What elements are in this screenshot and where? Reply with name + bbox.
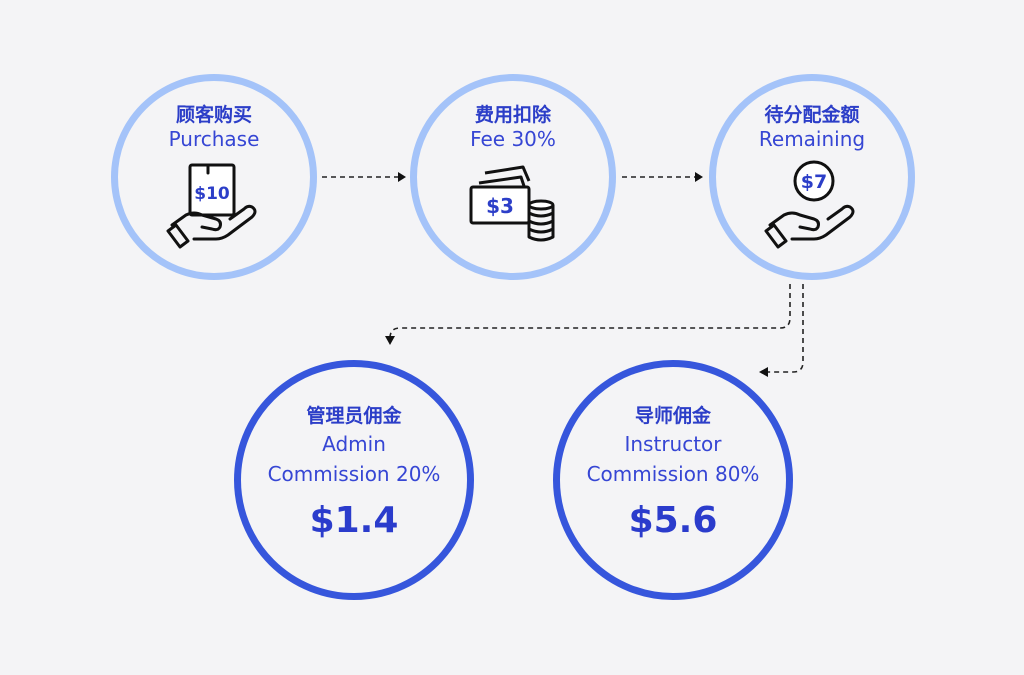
remaining-step-circle: 待分配金额 Remaining $7 — [709, 74, 915, 280]
purchase-amount-label: $10 — [194, 184, 230, 204]
arrowhead-instructor — [759, 367, 768, 377]
arrow-remaining-to-instructor — [768, 284, 804, 373]
cash-coins-icon: $3 — [463, 159, 563, 249]
instructor-commission-amount: $5.6 — [628, 500, 718, 541]
arrowhead-fee — [398, 172, 406, 182]
admin-commission-amount: $1.4 — [309, 500, 399, 541]
instructor-commission-rate: Commission 80% — [586, 462, 760, 486]
purchase-title-zh: 顾客购买 — [175, 104, 252, 126]
arrow-remaining-to-admin — [389, 284, 791, 339]
remaining-amount-label: $7 — [801, 171, 827, 193]
admin-title-zh: 管理员佣金 — [306, 405, 402, 427]
fee-title-en: Fee 30% — [470, 127, 556, 151]
purchase-step-circle: 顾客购买 Purchase $10 — [111, 74, 317, 280]
hand-coin-icon: $7 — [762, 159, 862, 249]
instructor-commission-circle: 导师佣金 Instructor Commission 80% $5.6 — [553, 360, 793, 600]
admin-title-en: Admin — [322, 432, 386, 456]
arrowhead-admin — [385, 336, 395, 345]
fee-amount-label: $3 — [486, 194, 514, 218]
admin-commission-circle: 管理员佣金 Admin Commission 20% $1.4 — [234, 360, 474, 600]
hand-receipt-icon: $10 — [164, 159, 264, 249]
fee-step-circle: 费用扣除 Fee 30% $3 — [410, 74, 616, 280]
remaining-title-zh: 待分配金额 — [764, 104, 860, 126]
admin-commission-rate: Commission 20% — [267, 462, 441, 486]
instructor-title-zh: 导师佣金 — [634, 405, 711, 427]
purchase-title-en: Purchase — [168, 127, 260, 151]
instructor-title-en: Instructor — [624, 432, 722, 456]
arrowhead-remaining — [695, 172, 703, 182]
remaining-title-en: Remaining — [758, 127, 866, 151]
fee-title-zh: 费用扣除 — [474, 104, 551, 126]
